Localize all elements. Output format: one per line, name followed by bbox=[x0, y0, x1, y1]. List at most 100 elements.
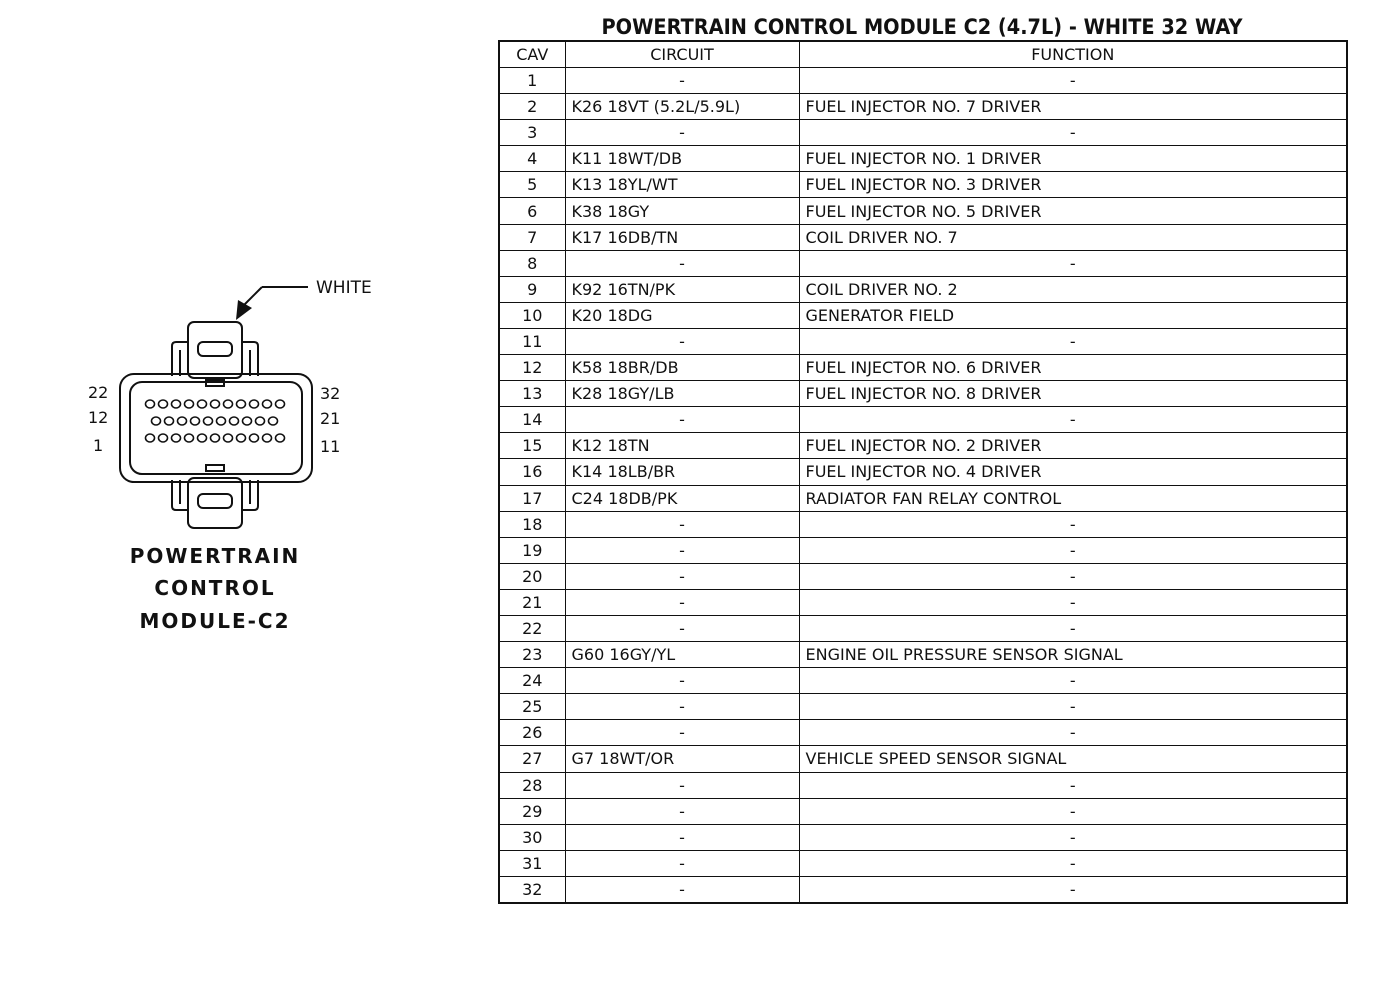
circuit-cell: G60 16GY/YL bbox=[564, 641, 800, 669]
table-row: 14-- bbox=[498, 406, 1348, 434]
cav-cell: 19 bbox=[498, 536, 566, 564]
function-cell: - bbox=[798, 823, 1348, 851]
cav-cell: 5 bbox=[498, 171, 566, 199]
cav-cell: 15 bbox=[498, 432, 566, 460]
connector-diagram: WHITE 22 12 1 32 21 11 POWERTRAIN CONTRO… bbox=[88, 278, 372, 633]
pin-cavity bbox=[170, 433, 182, 443]
circuit-cell: K28 18GY/LB bbox=[564, 380, 800, 408]
pin-cavity bbox=[202, 416, 214, 426]
pin-cavity bbox=[248, 433, 260, 443]
cav-cell: 12 bbox=[498, 354, 566, 382]
cav-cell: 9 bbox=[498, 275, 566, 303]
table-row: 21-- bbox=[498, 588, 1348, 616]
function-cell: - bbox=[798, 667, 1348, 695]
pin-cavity bbox=[222, 399, 234, 409]
circuit-cell: K92 16TN/PK bbox=[564, 275, 800, 303]
circuit-cell: - bbox=[564, 66, 800, 95]
cav-cell: 8 bbox=[498, 249, 566, 277]
cav-cell: 31 bbox=[498, 849, 566, 877]
pin-cavity bbox=[267, 416, 279, 426]
cav-cell: 28 bbox=[498, 771, 566, 799]
function-cell: FUEL INJECTOR NO. 3 DRIVER bbox=[798, 171, 1348, 199]
table-row: 25-- bbox=[498, 693, 1348, 721]
function-cell: - bbox=[798, 875, 1348, 904]
circuit-cell: K58 18BR/DB bbox=[564, 354, 800, 382]
pin-label-12: 12 bbox=[88, 408, 108, 427]
function-cell: FUEL INJECTOR NO. 7 DRIVER bbox=[798, 93, 1348, 121]
circuit-cell: K14 18LB/BR bbox=[564, 458, 800, 486]
circuit-cell: - bbox=[564, 771, 800, 799]
function-cell: - bbox=[798, 797, 1348, 825]
cav-cell: 23 bbox=[498, 641, 566, 669]
function-cell: VEHICLE SPEED SENSOR SIGNAL bbox=[798, 745, 1348, 773]
pin-cavity bbox=[209, 433, 221, 443]
circuit-cell: - bbox=[564, 562, 800, 590]
header-circuit: CIRCUIT bbox=[564, 40, 800, 68]
color-callout-label: WHITE bbox=[316, 278, 372, 298]
function-cell: - bbox=[798, 249, 1348, 277]
pin-cavity bbox=[170, 399, 182, 409]
pin-cavity bbox=[144, 433, 156, 443]
function-cell: COIL DRIVER NO. 2 bbox=[798, 275, 1348, 303]
circuit-cell: K12 18TN bbox=[564, 432, 800, 460]
circuit-cell: - bbox=[564, 536, 800, 564]
pin-label-32: 32 bbox=[320, 384, 340, 403]
circuit-cell: - bbox=[564, 614, 800, 643]
function-cell: - bbox=[798, 327, 1348, 356]
cav-cell: 7 bbox=[498, 223, 566, 251]
cav-cell: 4 bbox=[498, 145, 566, 173]
pin-label-11: 11 bbox=[320, 437, 340, 456]
pin-cavity bbox=[150, 416, 162, 426]
cav-cell: 3 bbox=[498, 119, 566, 147]
circuit-cell: G7 18WT/OR bbox=[564, 745, 800, 773]
table-row: 28-- bbox=[498, 771, 1348, 799]
connector-title-line-1: POWERTRAIN bbox=[130, 544, 301, 568]
cav-cell: 20 bbox=[498, 562, 566, 590]
cav-cell: 16 bbox=[498, 458, 566, 486]
cav-cell: 29 bbox=[498, 797, 566, 825]
cav-cell: 24 bbox=[498, 667, 566, 695]
table-row: 26-- bbox=[498, 719, 1348, 747]
cav-cell: 2 bbox=[498, 93, 566, 121]
pin-cavity bbox=[254, 416, 266, 426]
function-cell: GENERATOR FIELD bbox=[798, 301, 1348, 329]
pin-cavity bbox=[189, 416, 201, 426]
function-cell: COIL DRIVER NO. 7 bbox=[798, 223, 1348, 251]
header-function: FUNCTION bbox=[798, 40, 1348, 68]
connector-title-line-3: MODULE-C2 bbox=[139, 609, 290, 633]
cav-cell: 11 bbox=[498, 327, 566, 356]
pin-cavity bbox=[274, 399, 286, 409]
pin-cavities bbox=[144, 399, 286, 443]
circuit-cell: - bbox=[564, 797, 800, 825]
pin-cavity bbox=[196, 399, 208, 409]
cav-cell: 25 bbox=[498, 693, 566, 721]
cav-cell: 13 bbox=[498, 380, 566, 408]
pin-cavity bbox=[248, 399, 260, 409]
circuit-cell: - bbox=[564, 588, 800, 616]
table-row: 19-- bbox=[498, 536, 1348, 564]
pin-cavity bbox=[163, 416, 175, 426]
function-cell: ENGINE OIL PRESSURE SENSOR SIGNAL bbox=[798, 641, 1348, 669]
circuit-cell: - bbox=[564, 667, 800, 695]
connector-body bbox=[119, 321, 313, 529]
function-cell: - bbox=[798, 588, 1348, 616]
table-row: 3-- bbox=[498, 119, 1348, 147]
pin-cavity bbox=[215, 416, 227, 426]
table-row: 1-- bbox=[498, 66, 1348, 95]
table-title: POWERTRAIN CONTROL MODULE C2 (4.7L) - WH… bbox=[601, 15, 1243, 39]
table-row: 11-- bbox=[498, 327, 1348, 356]
table-row: 29-- bbox=[498, 797, 1348, 825]
circuit-cell: - bbox=[564, 849, 800, 877]
table-row: 32-- bbox=[498, 875, 1348, 904]
cav-cell: 17 bbox=[498, 484, 566, 512]
circuit-cell: - bbox=[564, 249, 800, 277]
pin-cavity bbox=[274, 433, 286, 443]
circuit-cell: - bbox=[564, 823, 800, 851]
cav-cell: 10 bbox=[498, 301, 566, 329]
